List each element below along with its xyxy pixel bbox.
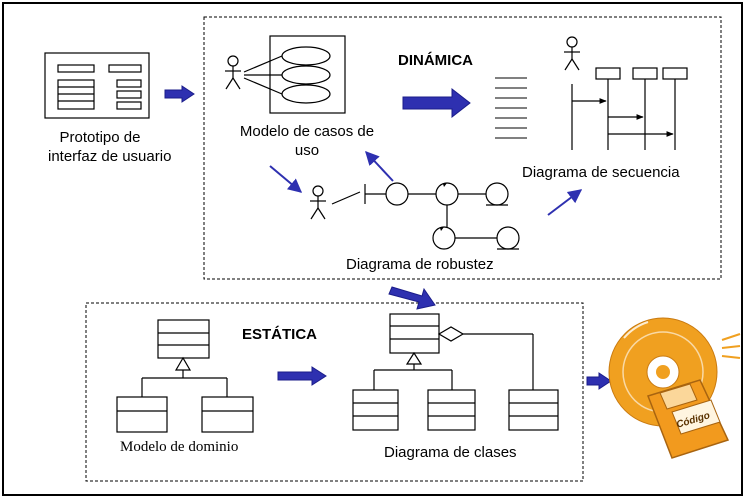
class-diagram: [352, 313, 559, 431]
domain-model-label: Modelo de dominio: [120, 439, 239, 455]
robustness-diagram: [310, 182, 520, 250]
sequence-diagram: [564, 36, 688, 150]
domain-model-diagram: [116, 319, 254, 433]
arrow-dynamic-to-static: [388, 286, 436, 310]
use-case-label-line1: Modelo de casos de: [239, 123, 375, 140]
dynamic-section-box: [203, 16, 722, 280]
arrow-usecase-to-sequence: [402, 87, 471, 119]
dynamic-title: DINÁMICA: [398, 52, 473, 69]
prototype-label: Prototipo de interfaz de usuario: [48, 128, 172, 166]
scenario-lines: [495, 77, 527, 139]
use-case-label: Modelo de casos de uso: [222, 122, 392, 160]
static-title: ESTÁTICA: [242, 326, 317, 343]
actor-icon: [225, 55, 241, 90]
use-case-diagram: [225, 35, 346, 114]
arrow-prototype-to-usecase: [164, 85, 195, 103]
arrow-domain-to-class: [277, 366, 327, 386]
actor-icon: [564, 36, 580, 71]
actor-icon: [310, 185, 326, 220]
sequence-label: Diagrama de secuencia: [522, 164, 680, 181]
arrow-robustness-to-usecase: [365, 150, 394, 182]
arrow-class-to-code: [586, 372, 612, 390]
code-artifact: [608, 317, 741, 459]
prototype-label-line2: interfaz de usuario: [48, 148, 172, 165]
interface-prototype: [44, 52, 150, 119]
arrow-robustness-to-sequence: [547, 189, 583, 216]
class-diagram-label: Diagrama de clases: [384, 444, 517, 461]
arrow-usecase-to-robustness: [269, 165, 303, 193]
static-section-box: [85, 302, 584, 482]
sparkle-lines: [721, 333, 741, 359]
use-case-label-line2: uso: [294, 142, 320, 159]
prototype-label-line1: Prototipo de: [59, 129, 141, 146]
robustness-label: Diagrama de robustez: [346, 256, 494, 273]
floppy-disk-icon: [647, 379, 730, 459]
